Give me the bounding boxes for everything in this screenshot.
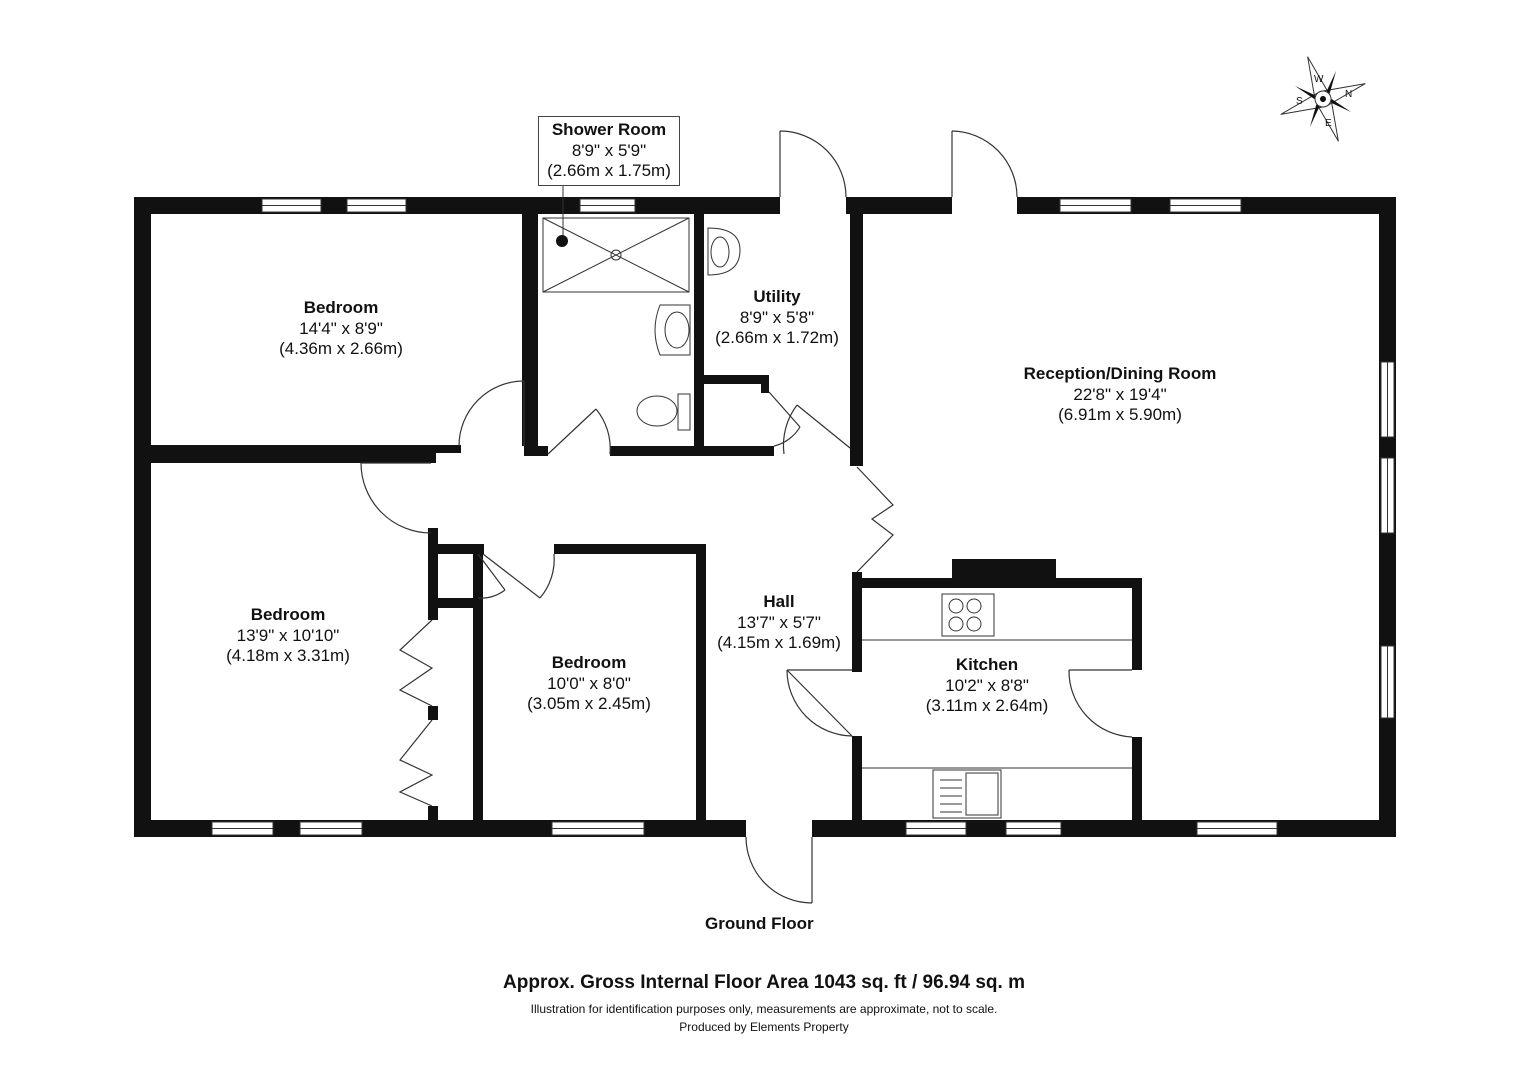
room-imperial: 13'9" x 10'10": [236, 625, 340, 645]
room-imperial: 8'9" x 5'9": [571, 140, 647, 160]
floor-area: Approx. Gross Internal Floor Area 1043 s…: [503, 972, 1025, 993]
room-metric: (3.05m x 2.45m): [527, 694, 651, 714]
room-name: Kitchen: [955, 655, 1019, 674]
room-metric: (6.91m x 5.90m): [1058, 405, 1182, 425]
shower-label-box: [538, 116, 680, 186]
room-metric: (3.11m x 2.64m): [925, 696, 1049, 716]
room-bedroom-1: Bedroom 14'4" x 8'9" (4.36m x 2.66m): [241, 298, 441, 360]
room-imperial: 22'8" x 19'4": [1073, 384, 1167, 404]
room-metric: (2.66m x 1.72m): [715, 328, 839, 348]
room-imperial: 13'7" x 5'7": [737, 612, 821, 632]
room-bedroom-3: Bedroom 10'0" x 8'0" (3.05m x 2.45m): [489, 653, 689, 715]
room-name: Bedroom: [303, 298, 379, 317]
fixtures: [542, 186, 1132, 819]
room-shower: Shower Room 8'9" x 5'9" (2.66m x 1.75m): [538, 120, 680, 182]
room-name: Bedroom: [250, 605, 326, 624]
producer-credit: Produced by Elements Property: [679, 1020, 849, 1034]
room-bedroom-2: Bedroom 13'9" x 10'10" (4.18m x 3.31m): [188, 605, 388, 667]
compass-s-label: S: [1296, 96, 1303, 107]
compass-n-label: N: [1345, 89, 1353, 100]
room-utility: Utility 8'9" x 5'8" (2.66m x 1.72m): [697, 287, 857, 349]
room-reception: Reception/Dining Room 22'8" x 19'4" (6.9…: [990, 364, 1250, 426]
compass-e-label: E: [1325, 118, 1332, 129]
room-name: Reception/Dining Room: [1023, 364, 1217, 383]
compass-w-label: W: [1314, 74, 1324, 85]
room-name: Shower Room: [551, 120, 667, 139]
doors: [360, 130, 1133, 904]
disclaimer: Illustration for identification purposes…: [530, 1002, 998, 1016]
room-imperial: 10'2" x 8'8": [945, 675, 1029, 695]
room-name: Hall: [763, 592, 795, 611]
room-metric: (4.18m x 3.31m): [226, 646, 350, 666]
windows: [211, 198, 1395, 836]
room-imperial: 10'0" x 8'0": [547, 673, 631, 693]
compass-icon: [1280, 56, 1366, 142]
room-metric: (4.36m x 2.66m): [279, 339, 403, 359]
floor-title: Ground Floor: [705, 914, 814, 933]
room-name: Utility: [753, 287, 801, 306]
room-name: Bedroom: [551, 653, 627, 672]
room-kitchen: Kitchen 10'2" x 8'8" (3.11m x 2.64m): [907, 655, 1067, 717]
room-metric: (2.66m x 1.75m): [547, 161, 671, 181]
internal-walls: [151, 214, 1142, 821]
room-hall: Hall 13'7" x 5'7" (4.15m x 1.69m): [699, 592, 859, 654]
shower-drain: [556, 235, 568, 247]
room-imperial: 8'9" x 5'8": [739, 307, 815, 327]
room-metric: (4.15m x 1.69m): [717, 633, 841, 653]
room-imperial: 14'4" x 8'9": [299, 318, 383, 338]
